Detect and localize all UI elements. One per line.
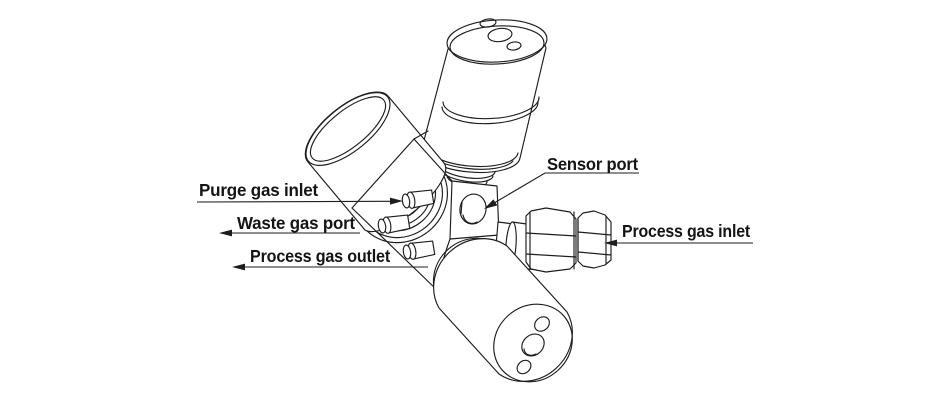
bottom-face-center-hole [521,333,545,357]
purge-gas-inlet-label: Purge gas inlet [199,180,318,200]
process-gas-outlet-tube [402,240,436,260]
label-process-gas-inlet: Process gas inlet [604,221,753,247]
process-outlet-arrow-left-icon [232,263,245,271]
side-actuator-face [305,92,391,166]
process-gas-outlet-label: Process gas outlet [250,246,390,266]
label-process-gas-outlet: Process gas outlet [232,246,428,271]
process-inlet-arrow-left-icon [604,239,617,247]
inlet-fitting [495,207,612,273]
bottom-face-small-hole [516,359,532,375]
sensor-port-label: Sensor port [547,154,638,174]
top-face-small-hole [479,18,497,28]
valve-body-right-face [449,180,500,240]
label-waste-gas-port: Waste gas port [219,213,360,237]
bottom-face-small-hole [534,316,550,332]
purge-gas-inlet-tube [401,189,435,209]
purge-inlet-arrow-right-icon [390,197,403,205]
waste-port-arrow-left-icon [219,229,232,237]
label-sensor-port: Sensor port [484,154,639,209]
top-face-center-hole [487,27,513,43]
waste-gas-port-label: Waste gas port [237,213,355,233]
label-purge-gas-inlet: Purge gas inlet [196,180,403,205]
waste-gas-port-tube [377,214,411,234]
top-face-small-hole [506,41,522,51]
top-actuator-cylinder [421,18,548,174]
bottom-actuator-cylinder [433,238,573,383]
process-gas-inlet-label: Process gas inlet [622,221,750,241]
hex-nut [525,207,577,273]
sensor-port-arrow-icon [484,199,498,209]
mounting-plate-edges [351,130,453,291]
